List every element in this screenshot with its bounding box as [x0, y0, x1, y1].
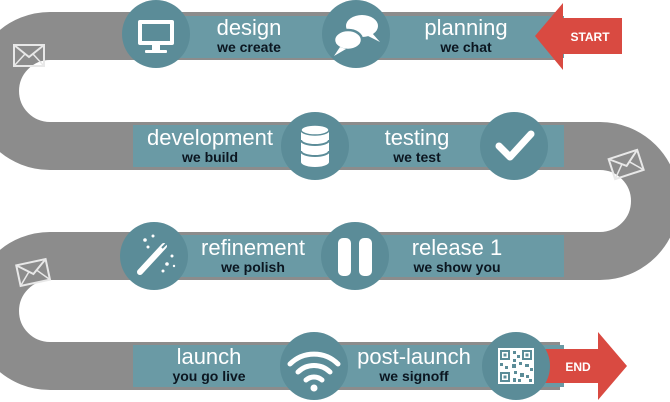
pause-icon [338, 238, 372, 276]
stage-title-planning: planning [424, 15, 507, 40]
stage-subtitle-design: we create [216, 39, 281, 55]
stage-title-design: design [217, 15, 282, 40]
chat-bubbles-icon [332, 15, 380, 56]
envelope-icon [607, 148, 645, 181]
stage-title-release-1: release 1 [412, 235, 503, 260]
stage-subtitle-planning: we chat [439, 39, 492, 55]
stage-subtitle-release-1: we show you [412, 259, 500, 275]
stage-title-launch: launch [177, 344, 242, 369]
monitor-icon [138, 20, 174, 53]
envelope-icon [13, 44, 45, 67]
stage-subtitle-development: we build [181, 149, 238, 165]
qr-code-icon [498, 348, 534, 384]
stage-subtitle-testing: we test [392, 149, 441, 165]
magic-wand-icon [137, 234, 176, 275]
stage-title-refinement: refinement [201, 235, 305, 260]
envelope-icon [15, 257, 52, 288]
icon-circle [480, 112, 548, 180]
end-label: END [565, 360, 591, 374]
checkmark-icon [495, 130, 535, 161]
wifi-icon [287, 351, 341, 392]
stage-subtitle-refinement: we polish [220, 259, 285, 275]
serpentine-track [0, 11, 670, 390]
start-label: START [570, 30, 610, 44]
stage-title-testing: testing [385, 125, 450, 150]
database-icon [300, 124, 330, 167]
stage-title-post-launch: post-launch [357, 344, 471, 369]
stage-subtitle-post-launch: we signoff [378, 368, 449, 384]
start-arrow: START [535, 3, 622, 70]
stage-subtitle-launch: you go live [172, 368, 245, 384]
stage-title-development: development [147, 125, 273, 150]
icon-circle [321, 222, 389, 290]
end-arrow: END [543, 332, 627, 400]
